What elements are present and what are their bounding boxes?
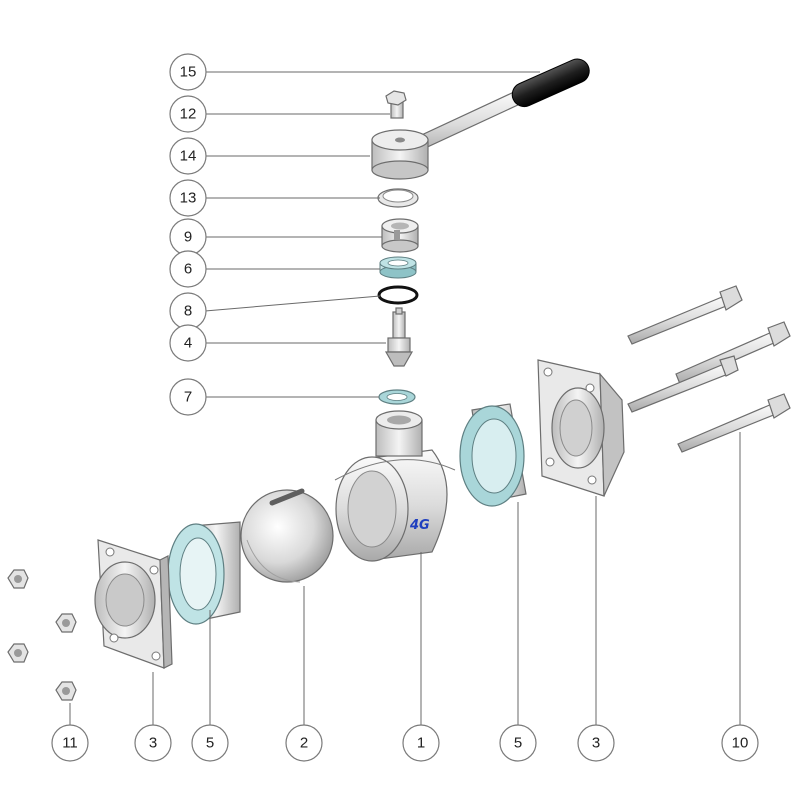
callout-15-label: 15 bbox=[180, 64, 197, 81]
callout-3-right: 3 bbox=[577, 724, 615, 762]
nut-1 bbox=[7, 569, 29, 589]
callout-6-label: 6 bbox=[184, 261, 192, 278]
callout-13-label: 13 bbox=[180, 190, 197, 207]
seat-right bbox=[459, 403, 527, 507]
stem-seal-ring bbox=[379, 256, 417, 279]
thrust-washer bbox=[378, 389, 416, 405]
seat-left bbox=[167, 521, 241, 625]
handle-bolt bbox=[385, 90, 407, 119]
flange-bolts bbox=[627, 285, 791, 453]
callout-12-label: 12 bbox=[180, 106, 197, 123]
flange-left bbox=[94, 539, 173, 669]
callout-4-label: 4 bbox=[184, 335, 192, 352]
flange-right bbox=[537, 359, 625, 497]
callout-9-label: 9 bbox=[184, 229, 192, 246]
callout-10-label: 10 bbox=[732, 735, 749, 752]
callout-11: 11 bbox=[51, 724, 89, 762]
callout-6: 6 bbox=[169, 250, 207, 288]
callout-2: 2 bbox=[285, 724, 323, 762]
bolt-2 bbox=[675, 321, 791, 385]
callout-13: 13 bbox=[169, 179, 207, 217]
callout-8-label: 8 bbox=[184, 303, 192, 320]
callout-3-left-label: 3 bbox=[149, 735, 157, 752]
callout-11-label: 11 bbox=[62, 735, 78, 752]
callout-10: 10 bbox=[721, 724, 759, 762]
valve-stem bbox=[384, 307, 414, 367]
callout-8: 8 bbox=[169, 292, 207, 330]
callout-5-right: 5 bbox=[499, 724, 537, 762]
callout-7: 7 bbox=[169, 378, 207, 416]
callout-4: 4 bbox=[169, 324, 207, 362]
handle-grip bbox=[511, 58, 590, 108]
callout-15: 15 bbox=[169, 53, 207, 91]
nut-3 bbox=[7, 643, 29, 663]
callout-3-left: 3 bbox=[134, 724, 172, 762]
nut-4 bbox=[55, 681, 77, 701]
brand-logo: 4G bbox=[409, 518, 430, 533]
callout-14: 14 bbox=[169, 137, 207, 175]
callout-7-label: 7 bbox=[184, 389, 192, 406]
callout-9: 9 bbox=[169, 218, 207, 256]
valve-body bbox=[334, 410, 456, 562]
stop-ring bbox=[377, 188, 419, 208]
callout-14-label: 14 bbox=[180, 148, 197, 165]
hex-nuts bbox=[7, 569, 77, 701]
bolt-1 bbox=[627, 285, 743, 345]
bolt-3 bbox=[627, 355, 739, 413]
bolt-4 bbox=[677, 393, 791, 453]
callout-1-label: 1 bbox=[417, 735, 425, 752]
callout-12: 12 bbox=[169, 95, 207, 133]
callout-5-right-label: 5 bbox=[514, 735, 522, 752]
callout-5-left-label: 5 bbox=[206, 735, 214, 752]
leader-lines bbox=[69, 71, 741, 726]
gland-nut bbox=[381, 218, 419, 253]
callout-5-left: 5 bbox=[191, 724, 229, 762]
stem-o-ring bbox=[377, 285, 419, 305]
handle-hub bbox=[371, 129, 429, 180]
callout-3-right-label: 3 bbox=[592, 735, 600, 752]
nut-2 bbox=[55, 613, 77, 633]
callout-1: 1 bbox=[402, 724, 440, 762]
valve-ball bbox=[240, 488, 334, 583]
handle-lever bbox=[399, 58, 590, 157]
callout-2-label: 2 bbox=[300, 735, 308, 752]
